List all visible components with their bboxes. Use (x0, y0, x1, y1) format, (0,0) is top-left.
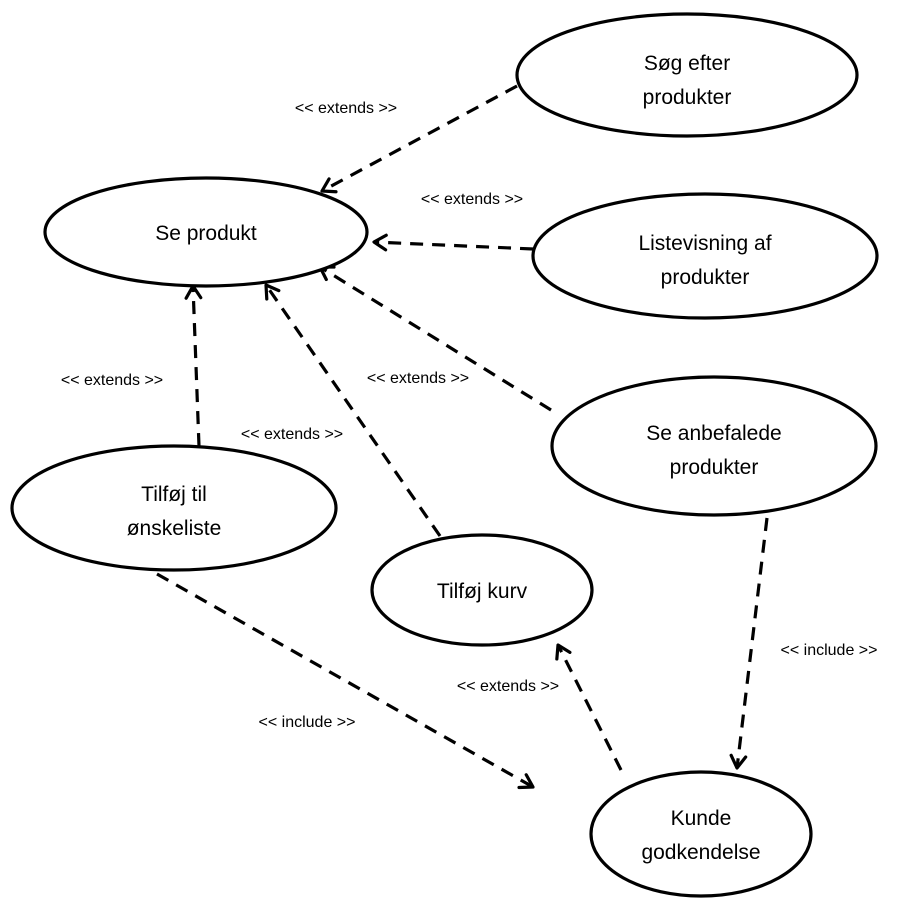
use-case-ellipse[interactable] (370, 533, 594, 647)
relation-kunde-godkendelse-to-tilfoej-kurv[interactable] (555, 643, 623, 771)
relation-label-liste-to-se-produkt: << extends >> (421, 191, 523, 208)
relation-label-godkendelse-to-kurv: << extends >> (457, 678, 559, 695)
use-case-label: ønskeliste (127, 517, 222, 540)
use-case-ellipse[interactable] (10, 444, 338, 572)
relation-label-soeg-to-se-produkt: << extends >> (295, 100, 397, 117)
dashed-edge[interactable] (735, 517, 769, 769)
arrowhead-icon (729, 753, 748, 770)
dashed-edge[interactable] (321, 84, 518, 193)
use-case-tilfoej-til-oenskeliste[interactable]: Tilføj til ønskeliste (10, 444, 338, 572)
use-case-label: produkter (661, 266, 750, 289)
dashed-edge[interactable] (373, 240, 534, 251)
use-case-label: Kunde (671, 807, 732, 830)
relation-listevisning-af-produkter-to-se-produkt[interactable] (372, 233, 534, 252)
use-case-ellipse[interactable] (550, 375, 878, 517)
relation-se-anbefalede-produkter-to-se-produkt[interactable] (318, 265, 552, 412)
use-case-ellipse[interactable] (531, 192, 879, 320)
arrowhead-icon (517, 773, 535, 790)
use-case-label: produkter (670, 456, 759, 479)
use-case-label: Se anbefalede (646, 422, 781, 445)
arrowhead-icon (555, 643, 572, 661)
dashed-edge[interactable] (191, 285, 201, 447)
use-case-ellipse[interactable] (515, 12, 859, 138)
relation-tilfoej-til-oenskeliste-to-se-produkt[interactable] (184, 284, 203, 447)
use-case-label: Listevisning af (638, 232, 771, 255)
relation-tilfoej-kurv-to-se-produkt[interactable] (264, 283, 442, 537)
relation-label-oenskeliste-to-se-produkt: << extends >> (61, 372, 163, 389)
use-case-kunde-godkendelse[interactable]: Kunde godkendelse (589, 770, 813, 898)
relation-label-anbefalede-to-se-produkt: << extends >> (367, 370, 469, 387)
use-case-soeg-efter-produkter[interactable]: Søg efter produkter (515, 12, 859, 138)
use-case-label: Tilføj kurv (437, 580, 528, 603)
dashed-edge[interactable] (264, 284, 442, 537)
use-case-label: Se produkt (155, 222, 257, 245)
use-case-label: godkendelse (641, 841, 760, 864)
use-case-tilfoej-kurv[interactable]: Tilføj kurv (370, 533, 594, 647)
use-case-listevisning-af-produkter[interactable]: Listevisning af produkter (531, 192, 879, 320)
use-case-ellipse[interactable] (589, 770, 813, 898)
relation-label-oenskeliste-to-godkendelse: << include >> (259, 714, 356, 731)
relation-soeg-efter-produkter-to-se-produkt[interactable] (320, 84, 518, 194)
dashed-edge[interactable] (156, 572, 534, 789)
use-case-se-produkt[interactable]: Se produkt (43, 176, 369, 288)
use-case-ellipse[interactable] (43, 176, 369, 288)
arrowhead-icon (372, 233, 388, 252)
use-case-label: Søg efter (644, 52, 730, 75)
arrowhead-icon (320, 177, 338, 194)
relation-se-anbefalede-produkter-to-kunde-godkendelse[interactable] (729, 517, 769, 770)
dashed-edge[interactable] (319, 265, 552, 412)
relation-label-kurv-to-se-produkt: << extends >> (241, 426, 343, 443)
relation-label-anbefalede-to-godkendelse: << include >> (781, 642, 878, 659)
relation-tilfoej-til-oenskeliste-to-kunde-godkendelse[interactable] (156, 572, 535, 790)
use-case-se-anbefalede-produkter[interactable]: Se anbefalede produkter (550, 375, 878, 517)
arrowhead-icon (184, 284, 203, 300)
use-case-label: Tilføj til (141, 483, 207, 506)
use-case-label: produkter (643, 86, 732, 109)
dashed-edge[interactable] (556, 644, 623, 771)
arrowhead-icon (264, 283, 281, 301)
